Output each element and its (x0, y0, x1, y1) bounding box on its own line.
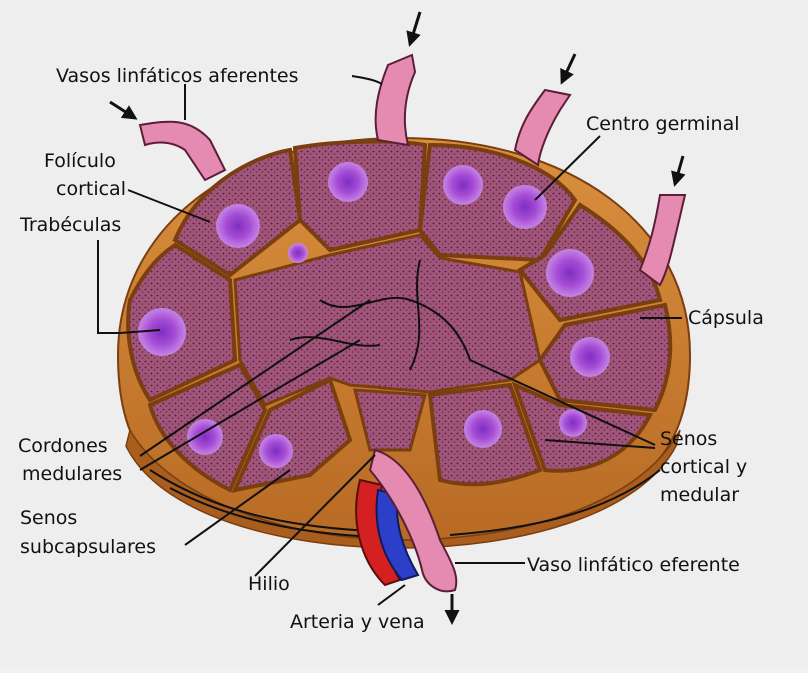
label-sinuses-line3: medular (660, 484, 739, 506)
label-capsule: Cápsula (688, 307, 764, 329)
label-hilum: Hilio (248, 573, 290, 595)
label-cortical-follicle-line2: cortical (56, 178, 126, 200)
label-afferent-vessels: Vasos linfáticos aferentes (56, 65, 298, 87)
label-subcapsular-line2: subcapsulares (20, 536, 156, 558)
label-cortical-follicle-line1: Folículo (44, 150, 116, 172)
label-artery-vein: Arteria y vena (290, 611, 425, 633)
label-efferent-vessel: Vaso linfático eferente (527, 554, 740, 576)
label-medullary-cords-line2: medulares (22, 463, 122, 485)
label-subcapsular-line1: Senos (20, 507, 77, 529)
label-germinal-center: Centro germinal (586, 113, 739, 135)
label-trabeculae: Trabéculas (19, 214, 121, 236)
label-sinuses-line1: Senos (660, 428, 717, 450)
label-medullary-cords-line1: Cordones (18, 435, 108, 457)
label-sinuses-line2: cortical y (660, 456, 747, 478)
